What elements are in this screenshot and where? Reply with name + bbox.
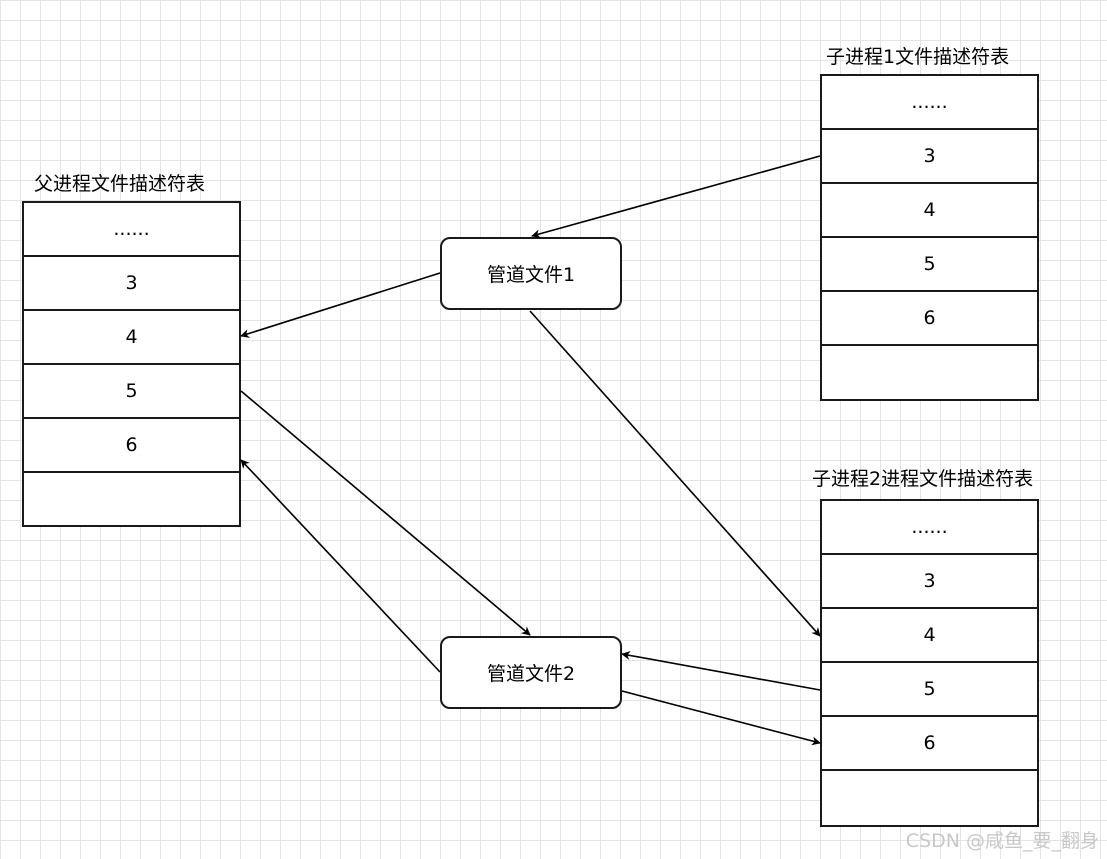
watermark: CSDN @咸鱼_要_翻身 — [905, 830, 1099, 852]
child1-fd-row-5: 5 — [822, 238, 1037, 292]
parent-table-title: 父进程文件描述符表 — [34, 173, 206, 195]
arrow-pipe1-to-parent-fd4 — [240, 272, 441, 338]
arrow-pipe2-to-child2-fd6 — [621, 690, 821, 746]
child2-fd-row-4: 4 — [822, 609, 1037, 663]
arrow-pipe2-to-parent-fd6 — [240, 459, 441, 673]
child2-fd-row-ellipsis: ...... — [822, 501, 1037, 555]
parent-fd-row-4: 4 — [24, 311, 239, 365]
parent-fd-row-6: 6 — [24, 419, 239, 473]
arrow-parent-fd5-to-pipe2 — [240, 390, 531, 636]
child1-fd-row-4: 4 — [822, 184, 1037, 238]
pipe-file-2: 管道文件2 — [440, 636, 622, 709]
child2-fd-row-5: 5 — [822, 663, 1037, 717]
pipe-file-1: 管道文件1 — [440, 237, 622, 310]
child2-fd-row-3: 3 — [822, 555, 1037, 609]
child1-fd-row-6: 6 — [822, 292, 1037, 346]
parent-fd-row-3: 3 — [24, 257, 239, 311]
arrow-child2-fd5-to-pipe2 — [621, 651, 821, 691]
child1-fd-row-ellipsis: ...... — [822, 76, 1037, 130]
parent-fd-table: ...... 3 4 5 6 — [22, 201, 241, 527]
child2-table-title: 子进程2进程文件描述符表 — [812, 468, 1034, 490]
parent-fd-row-ellipsis: ...... — [24, 203, 239, 257]
child1-table-title: 子进程1文件描述符表 — [826, 46, 1010, 68]
child1-fd-row-3: 3 — [822, 130, 1037, 184]
child2-fd-table: ...... 3 4 5 6 — [820, 499, 1039, 827]
arrow-child1-fd3-to-pipe1 — [531, 155, 821, 239]
arrow-pipe1-to-child2-fd4 — [529, 310, 821, 637]
parent-fd-row-5: 5 — [24, 365, 239, 419]
child2-fd-row-6: 6 — [822, 717, 1037, 771]
child1-fd-table: ...... 3 4 5 6 — [820, 74, 1039, 401]
